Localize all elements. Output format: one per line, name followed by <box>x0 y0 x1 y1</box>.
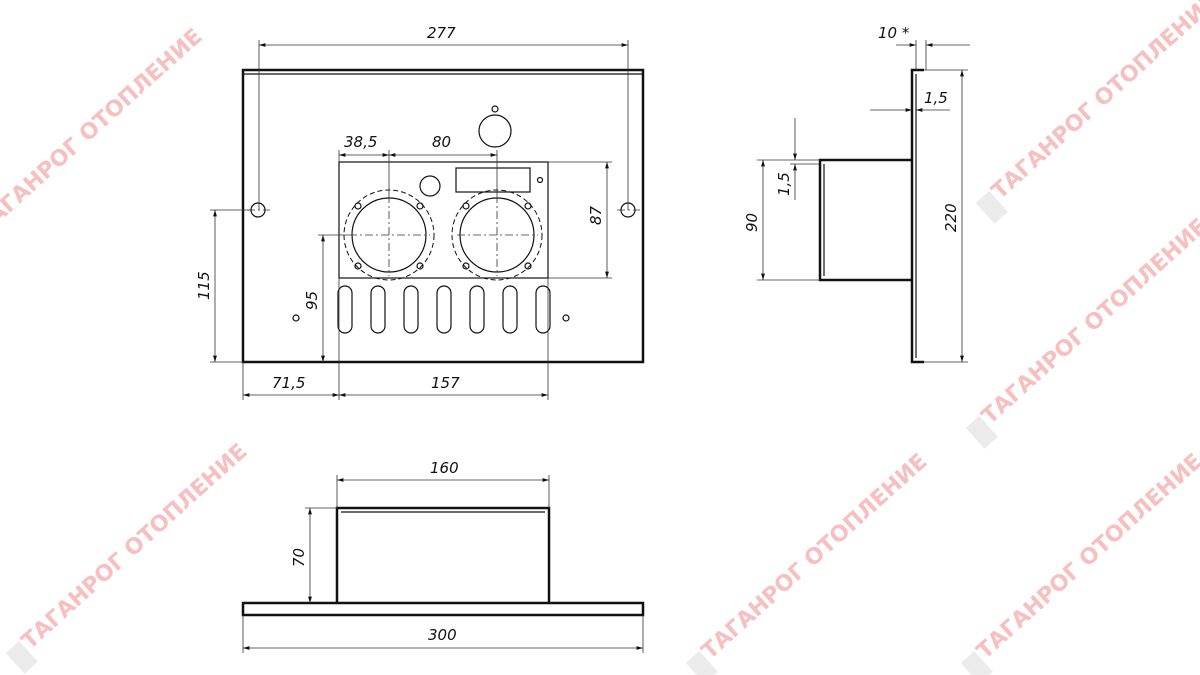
dim-90: 90 <box>743 213 761 232</box>
dim-115: 115 <box>195 271 213 300</box>
dim-80: 80 <box>432 133 451 151</box>
watermark-text: ТАГАНРОГ ОТОПЛЕНИЕ <box>987 0 1200 204</box>
dim-38-5: 38,5 <box>344 133 377 151</box>
front-view: 277 38,5 80 87 115 95 71,5 157 <box>195 24 645 400</box>
dim-1-5-box: 1,5 <box>775 172 793 196</box>
dim-1-5-top: 1,5 <box>924 89 948 107</box>
dim-220: 220 <box>942 203 960 232</box>
dim-160: 160 <box>430 459 459 477</box>
dim-10: 10 * <box>878 24 910 42</box>
dim-87: 87 <box>587 205 605 225</box>
watermark-text: ТАГАНРОГ ОТОПЛЕНИЕ <box>697 449 932 664</box>
side-view: 10 * 1,5 1,5 90 220 <box>743 24 970 364</box>
dim-70: 70 <box>290 548 308 567</box>
dim-95: 95 <box>303 291 321 310</box>
bottom-view: 160 70 300 <box>241 459 645 653</box>
watermark-text: ТАГАНРОГ ОТОПЛЕНИЕ <box>0 24 207 239</box>
dim-157: 157 <box>431 374 460 392</box>
dim-71-5: 71,5 <box>272 374 305 392</box>
watermark-text: ТАГАНРОГ ОТОПЛЕНИЕ <box>977 214 1200 429</box>
watermark-text: ТАГАНРОГ ОТОПЛЕНИЕ <box>17 439 252 654</box>
dim-277: 277 <box>427 24 456 42</box>
dim-300: 300 <box>428 626 457 644</box>
watermark-text: ТАГАНРОГ ОТОПЛЕНИЕ <box>972 449 1200 664</box>
